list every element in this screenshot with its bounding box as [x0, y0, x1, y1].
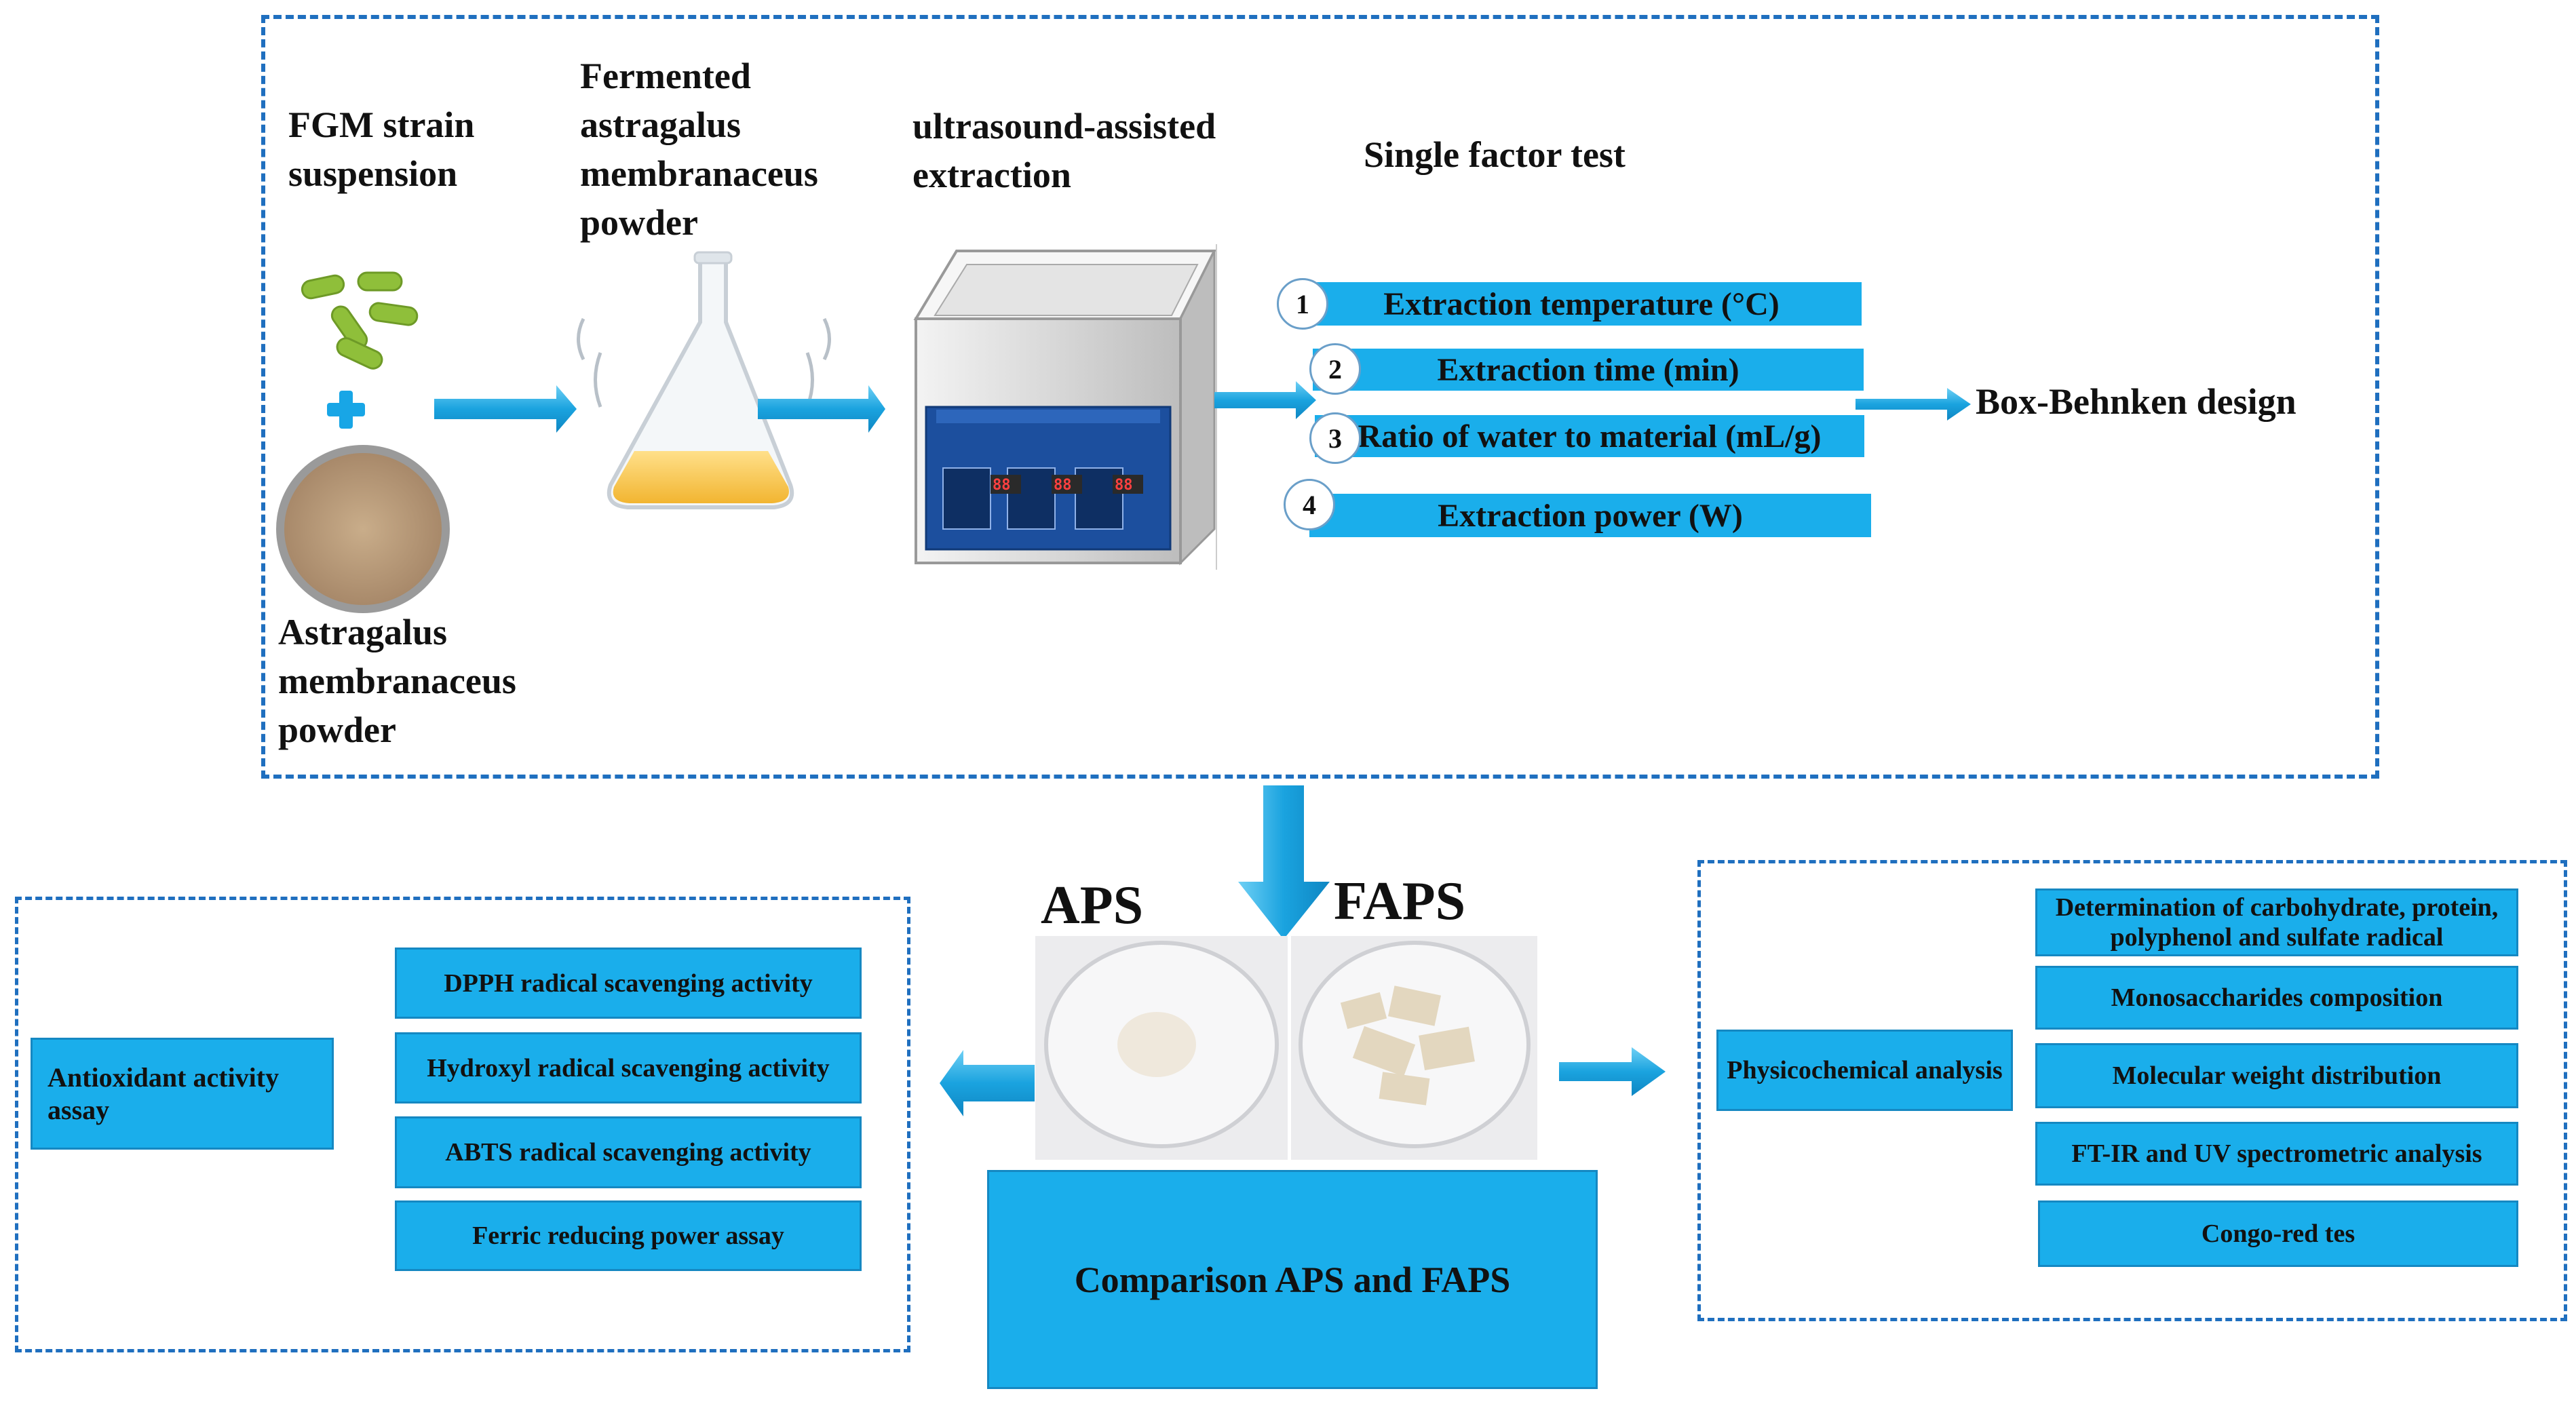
- analysis-carbohydrate: Determination of carbohydrate, protein, …: [2035, 888, 2518, 956]
- plus-icon: [327, 391, 365, 429]
- aps-label: APS: [1041, 876, 1144, 935]
- physicochemical-analysis-box: Physicochemical analysis: [1716, 1030, 2013, 1111]
- analysis-molecular-weight: Molecular weight distribution: [2035, 1043, 2518, 1108]
- analysis-congo-red: Congo-red tes: [2038, 1200, 2518, 1267]
- svg-text:88: 88: [1115, 477, 1133, 494]
- assay-abts: ABTS radical scavenging activity: [395, 1116, 862, 1188]
- aps-photo: [1035, 936, 1288, 1160]
- factor-number-2: 2: [1309, 343, 1361, 395]
- extraction-process-frame: [261, 15, 2379, 779]
- bacteria-icon: [301, 271, 419, 370]
- down-arrow-icon: [1238, 785, 1330, 939]
- assay-hydroxyl: Hydroxyl radical scavenging activity: [395, 1032, 862, 1104]
- analysis-monosaccharides: Monosaccharides composition: [2035, 966, 2518, 1030]
- svg-text:88: 88: [1054, 477, 1072, 494]
- factor-number-1: 1: [1277, 278, 1328, 330]
- antioxidant-frame: [15, 897, 910, 1352]
- box-behnken-label: Box-Behnken design: [1976, 381, 2296, 422]
- faps-photo: [1291, 936, 1537, 1160]
- analysis-ftir-uv: FT-IR and UV spectrometric analysis: [2035, 1122, 2518, 1186]
- factor-time: Extraction time (min): [1313, 349, 1864, 391]
- factor-number-3: 3: [1309, 412, 1361, 464]
- faps-label: FAPS: [1334, 872, 1466, 931]
- ultrasound-machine-icon: 88 88 88: [913, 250, 1217, 566]
- factor-ratio: Ratio of water to material (mL/g): [1315, 415, 1864, 457]
- factor-number-4: 4: [1284, 479, 1335, 530]
- single-factor-title: Single factor test: [1364, 134, 1626, 175]
- factor-temperature: Extraction temperature (°C): [1301, 282, 1862, 326]
- powder-dish-icon: [276, 445, 450, 613]
- physicochemical-frame: [1697, 860, 2567, 1321]
- assay-dpph: DPPH radical scavenging activity: [395, 948, 862, 1019]
- fermentation-flask-icon: [577, 251, 831, 509]
- arrow-icon: [434, 381, 1971, 1116]
- factor-power: Extraction power (W): [1309, 494, 1871, 537]
- comparison-box: Comparison APS and FAPS: [987, 1170, 1598, 1389]
- svg-text:88: 88: [993, 477, 1011, 494]
- assay-ferric: Ferric reducing power assay: [395, 1200, 862, 1271]
